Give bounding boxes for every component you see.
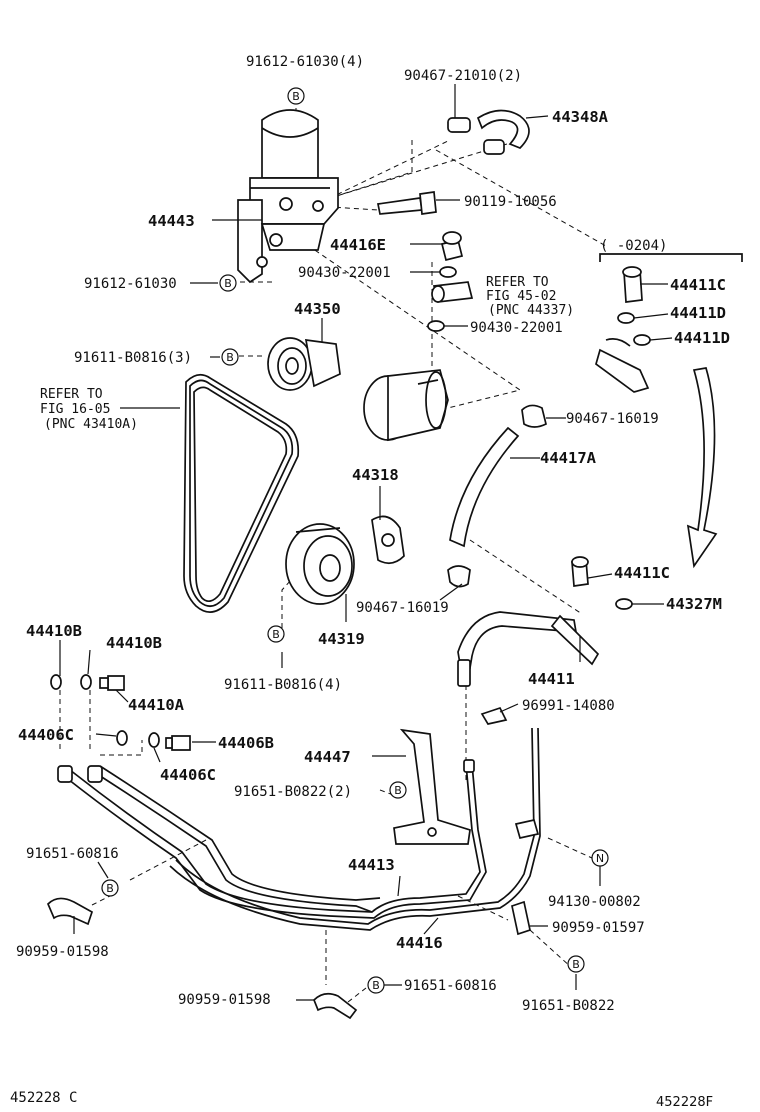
v-belt bbox=[183, 373, 300, 613]
hub-44318 bbox=[371, 515, 405, 565]
pressure-hose-44411 bbox=[457, 611, 600, 687]
svg-text:B: B bbox=[272, 628, 280, 641]
washers-44406c bbox=[116, 730, 191, 751]
callout-circle-b: B bbox=[287, 87, 305, 105]
callout-circle-b: B bbox=[221, 348, 239, 366]
label-44411c-b: 44411C bbox=[614, 564, 670, 582]
label-44350: 44350 bbox=[294, 300, 341, 318]
label-44413: 44413 bbox=[348, 856, 395, 874]
label-44411d-a: 44411D bbox=[670, 304, 726, 322]
label-91651-60816-a: 91651-60816 bbox=[26, 846, 119, 862]
label-44406c-b: 44406C bbox=[160, 766, 216, 784]
label-44406b: 44406B bbox=[218, 734, 274, 752]
label-91612-61030-4: 91612-61030(4) bbox=[246, 54, 364, 70]
reservoir bbox=[363, 369, 449, 442]
callout-circle-b: B bbox=[267, 625, 285, 643]
svg-text:B: B bbox=[224, 277, 232, 290]
refer-to-2-line3: (PNC 43410A) bbox=[44, 417, 138, 432]
label-90430-22001-b: 90430-22001 bbox=[470, 320, 563, 336]
fitting-44411c-lower bbox=[571, 556, 633, 610]
hose-44348a bbox=[447, 109, 530, 155]
footer-right-code: 452228F bbox=[656, 1095, 713, 1110]
label-90467-16019-b: 90467-16019 bbox=[356, 600, 449, 616]
svg-text:B: B bbox=[106, 882, 114, 895]
label-44410a: 44410A bbox=[128, 696, 185, 714]
refer-to-line3: (PNC 44337) bbox=[488, 303, 574, 318]
clamp-90467-16019-top bbox=[521, 404, 547, 428]
label-range-0204: ( -0204) bbox=[600, 238, 667, 254]
label-96991-14080: 96991-14080 bbox=[522, 698, 615, 714]
label-44406c-a: 44406C bbox=[18, 726, 74, 744]
part-labels: 91612-61030(4) 90467-21010(2) 44348A 901… bbox=[10, 54, 730, 1110]
callout-circle-b: B bbox=[367, 976, 385, 994]
clamp-90959-01598-left bbox=[46, 897, 94, 926]
refer-to-line2: FIG 45-02 bbox=[486, 289, 556, 304]
refer-to-line1: REFER TO bbox=[486, 275, 549, 290]
bracket-44447 bbox=[393, 728, 471, 845]
label-44327m: 44327M bbox=[666, 595, 722, 613]
label-94130-00802: 94130-00802 bbox=[548, 894, 641, 910]
label-44417a: 44417A bbox=[540, 449, 597, 467]
label-44348a: 44348A bbox=[552, 108, 609, 126]
idler-pulley-44350 bbox=[267, 337, 341, 391]
footer-left-code: 452228 C bbox=[10, 1090, 77, 1106]
label-91611-b0816-3: 91611-B0816(3) bbox=[74, 350, 192, 366]
label-44410b-b: 44410B bbox=[106, 634, 162, 652]
label-90959-01598-b: 90959-01598 bbox=[178, 992, 271, 1008]
label-44447: 44447 bbox=[304, 748, 351, 766]
svg-text:B: B bbox=[394, 784, 402, 797]
svg-text:N: N bbox=[596, 852, 604, 865]
label-90430-22001-a: 90430-22001 bbox=[298, 265, 391, 281]
callout-circle-n: N bbox=[591, 849, 609, 867]
clamp-90959-01597 bbox=[511, 900, 531, 936]
label-44416e: 44416E bbox=[330, 236, 386, 254]
label-44319: 44319 bbox=[318, 630, 365, 648]
label-90467-21010-2: 90467-21010(2) bbox=[404, 68, 522, 84]
bolt-90119-10056 bbox=[376, 191, 437, 215]
label-90959-01597: 90959-01597 bbox=[552, 920, 645, 936]
svg-text:B: B bbox=[226, 351, 234, 364]
label-90959-01598-a: 90959-01598 bbox=[16, 944, 109, 960]
label-91611-b0816-4: 91611-B0816(4) bbox=[224, 677, 342, 693]
tube-lines-44413-44416 bbox=[57, 727, 541, 931]
label-90119-10056: 90119-10056 bbox=[464, 194, 557, 210]
label-91651-60816-b: 91651-60816 bbox=[404, 978, 497, 994]
union-bolt-and-gaskets bbox=[427, 231, 474, 332]
label-44318: 44318 bbox=[352, 466, 399, 484]
hose-44417a bbox=[449, 426, 520, 548]
leader-lines bbox=[59, 84, 673, 1001]
label-90467-16019-a: 90467-16019 bbox=[566, 411, 659, 427]
crank-pulley-44319 bbox=[285, 523, 355, 605]
callout-circle-b: B bbox=[219, 274, 237, 292]
svg-text:B: B bbox=[292, 90, 300, 103]
label-44411d-b: 44411D bbox=[674, 329, 730, 347]
callout-circle-b: B bbox=[101, 879, 119, 897]
callout-circle-b: B bbox=[567, 955, 585, 973]
label-44443: 44443 bbox=[148, 212, 195, 230]
label-91612-61030: 91612-61030 bbox=[84, 276, 177, 292]
label-44416: 44416 bbox=[396, 934, 443, 952]
label-91651-b0822-2: 91651-B0822(2) bbox=[234, 784, 352, 800]
svg-text:B: B bbox=[572, 958, 580, 971]
label-44411: 44411 bbox=[528, 670, 575, 688]
clamp-90467-16019-mid bbox=[447, 565, 471, 588]
refer-to-2-line2: FIG 16-05 bbox=[40, 402, 110, 417]
fittings-0204-group bbox=[595, 253, 743, 569]
washers-44410b bbox=[50, 674, 125, 691]
callout-circle-b: B bbox=[389, 781, 407, 799]
clamp-90959-01598-bottom bbox=[313, 992, 358, 1020]
svg-text:B: B bbox=[372, 979, 380, 992]
label-91651-b0822: 91651-B0822 bbox=[522, 998, 615, 1014]
label-44411c-a: 44411C bbox=[670, 276, 726, 294]
refer-to-2-line1: REFER TO bbox=[40, 387, 103, 402]
label-44410b-a: 44410B bbox=[26, 622, 82, 640]
